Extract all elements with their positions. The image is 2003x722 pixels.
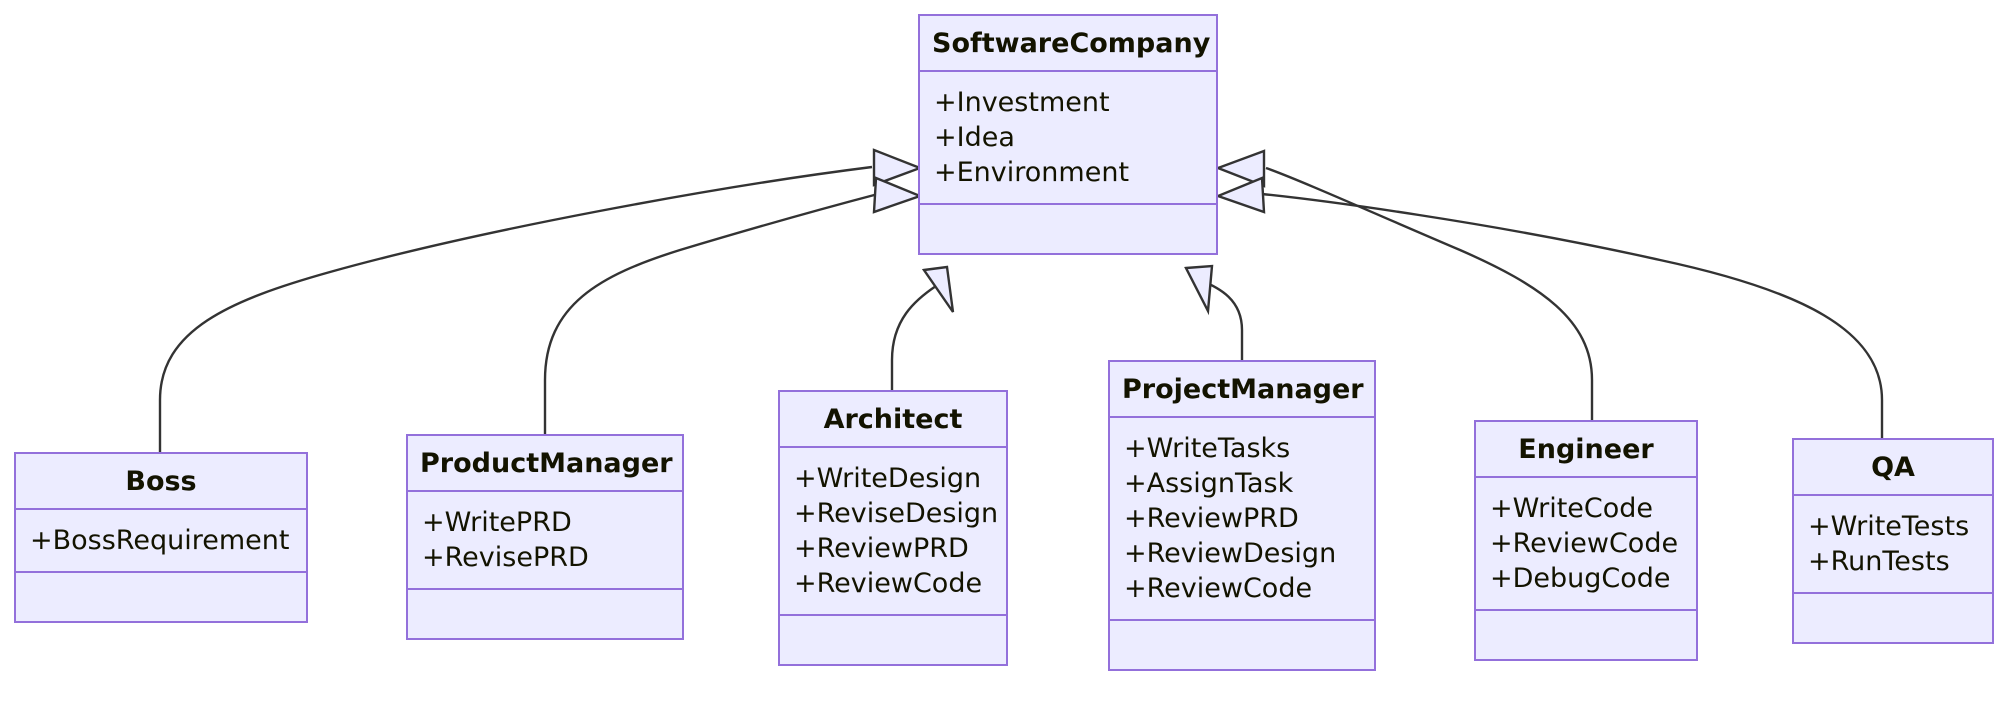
class-attribute: +RunTests: [1808, 546, 1950, 577]
class-divider: [920, 203, 1216, 205]
class-attribute: +ReviewCode: [1124, 573, 1313, 604]
class-methods-project-manager: [1110, 621, 1374, 669]
class-divider: [408, 490, 682, 492]
class-methods-qa: [1794, 594, 1992, 642]
class-node-architect[interactable]: Architect +WriteDesign +ReviseDesign +Re…: [778, 390, 1008, 666]
class-node-qa[interactable]: QA +WriteTests +RunTests: [1792, 438, 1994, 644]
class-attribute: +Idea: [934, 122, 1015, 153]
class-methods-engineer: [1476, 611, 1696, 659]
class-attributes-engineer: +WriteCode +ReviewCode +DebugCode: [1476, 478, 1696, 609]
class-divider: [16, 508, 306, 510]
class-attribute: +RevisePRD: [422, 542, 589, 573]
class-attribute: +ReviewPRD: [794, 533, 969, 564]
class-title-boss: Boss: [125, 466, 197, 497]
class-methods-boss: [16, 573, 306, 621]
class-node-engineer[interactable]: Engineer +WriteCode +ReviewCode +DebugCo…: [1474, 420, 1698, 661]
class-divider: [780, 446, 1006, 448]
class-attributes-boss: +BossRequirement: [16, 510, 306, 571]
class-divider: [1476, 609, 1696, 611]
class-methods-software-company: [920, 205, 1216, 253]
class-title-architect: Architect: [823, 404, 963, 435]
class-methods-product-manager: [408, 590, 682, 638]
class-attribute: +Environment: [934, 157, 1130, 188]
class-node-product-manager[interactable]: ProductManager +WritePRD +RevisePRD: [406, 434, 684, 640]
class-title-engineer: Engineer: [1518, 434, 1654, 465]
class-attribute: +ReviewPRD: [1124, 503, 1299, 534]
class-attribute: +ReviseDesign: [794, 498, 999, 529]
class-attributes-product-manager: +WritePRD +RevisePRD: [408, 492, 682, 588]
class-attribute: +ReviewCode: [794, 568, 983, 599]
class-title-software-company: SoftwareCompany: [932, 28, 1211, 59]
class-node-boss[interactable]: Boss +BossRequirement: [14, 452, 308, 623]
class-methods-architect: [780, 616, 1006, 664]
edge-projectmanager-to-softwarecompany: [1184, 264, 1244, 360]
class-attribute: +BossRequirement: [30, 525, 290, 556]
class-attributes-architect: +WriteDesign +ReviseDesign +ReviewPRD +R…: [780, 448, 1006, 614]
class-attributes-project-manager: +WriteTasks +AssignTask +ReviewPRD +Revi…: [1110, 418, 1374, 619]
class-attribute: +WriteDesign: [794, 463, 982, 494]
class-divider: [1476, 476, 1696, 478]
class-divider: [920, 70, 1216, 72]
class-divider: [780, 614, 1006, 616]
class-title-project-manager: ProjectManager: [1122, 374, 1364, 405]
class-attribute: +ReviewDesign: [1124, 538, 1337, 569]
class-attribute: +WritePRD: [422, 507, 572, 538]
class-attribute: +WriteCode: [1490, 493, 1654, 524]
class-attributes-software-company: +Investment +Idea +Environment: [920, 72, 1216, 203]
class-attribute: +WriteTasks: [1124, 433, 1291, 464]
class-divider: [1110, 619, 1374, 621]
class-attribute: +Investment: [934, 87, 1110, 118]
class-node-project-manager[interactable]: ProjectManager +WriteTasks +AssignTask +…: [1108, 360, 1376, 671]
class-attribute: +AssignTask: [1124, 468, 1294, 499]
class-divider: [408, 588, 682, 590]
class-attribute: +ReviewCode: [1490, 528, 1679, 559]
class-attributes-qa: +WriteTests +RunTests: [1794, 496, 1992, 592]
edge-architect-to-softwarecompany: [890, 265, 955, 390]
class-title-qa: QA: [1871, 452, 1915, 483]
class-divider: [16, 571, 306, 573]
class-node-software-company[interactable]: SoftwareCompany +Investment +Idea +Envir…: [918, 14, 1218, 255]
class-divider: [1110, 416, 1374, 418]
class-title-product-manager: ProductManager: [420, 448, 673, 479]
class-attribute: +DebugCode: [1490, 563, 1671, 594]
class-divider: [1794, 494, 1992, 496]
class-divider: [1794, 592, 1992, 594]
class-attribute: +WriteTests: [1808, 511, 1970, 542]
